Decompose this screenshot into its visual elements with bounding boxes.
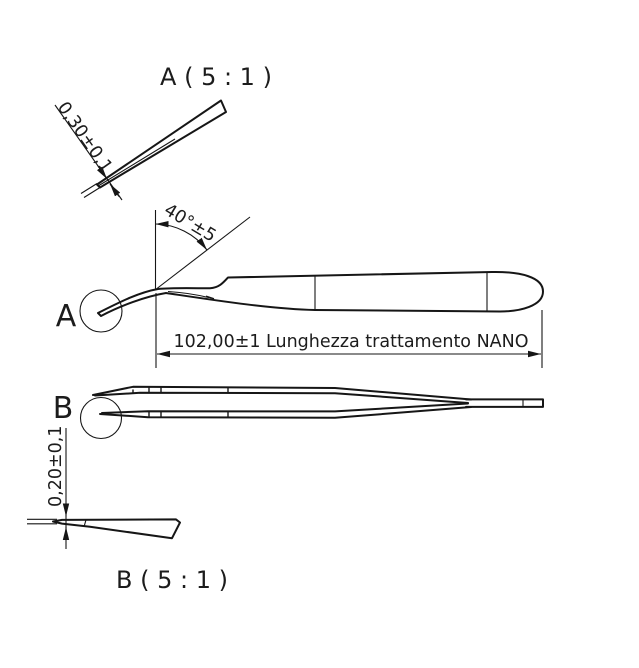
top-lower-arm-ticks [148, 411, 229, 418]
detail-a-arrow-upper [96, 165, 108, 180]
tweezers-top-upper-arm [92, 385, 472, 404]
detail-b-thickness-dim: 0,20±0,1 [46, 426, 66, 507]
tweezers-top-lower-arm [99, 402, 472, 419]
tweezers-side-profile [97, 270, 544, 317]
top-view: B [53, 385, 544, 440]
detail-a-tip-shape [96, 99, 227, 189]
detail-a-thickness-dim: 0,30±0,1 [53, 98, 116, 176]
detail-a-extension-lines [80, 183, 101, 198]
detail-b-extension-lines [27, 518, 57, 525]
side-arm-tick [205, 295, 215, 300]
detail-a-title: A ( 5 : 1 ) [160, 63, 272, 91]
angle-dimension: 40°±5 [160, 200, 219, 246]
angle-inclined-leg [154, 216, 251, 291]
detail-b-title: B ( 5 : 1 ) [116, 566, 228, 594]
detail-b-tip-shape [52, 518, 181, 540]
length-dimension: 102,00±1 Lunghezza trattamento NANO [173, 332, 528, 352]
tweezers-top-handle [465, 398, 544, 408]
detail-marker-b: B [53, 391, 74, 426]
angle-dimension-arc [155, 221, 208, 251]
detail-a-tip-inner-line [98, 138, 176, 186]
detail-a-view: A ( 5 : 1 ) 0,30±0,1 [53, 63, 272, 201]
detail-b-view: 0,20±0,1 B ( 5 : 1 ) [27, 426, 228, 594]
side-second-arm-line [167, 290, 210, 299]
detail-b-tip-notch [83, 519, 87, 528]
detail-circle-a [79, 289, 123, 333]
detail-circle-b [79, 396, 123, 440]
detail-marker-a: A [56, 299, 77, 334]
top-upper-arm-ticks [132, 387, 229, 394]
detail-a-arrow-lower [109, 183, 121, 197]
side-view: 40°±5 A 102,00±1 Lunghezza trattamento N… [56, 200, 544, 368]
